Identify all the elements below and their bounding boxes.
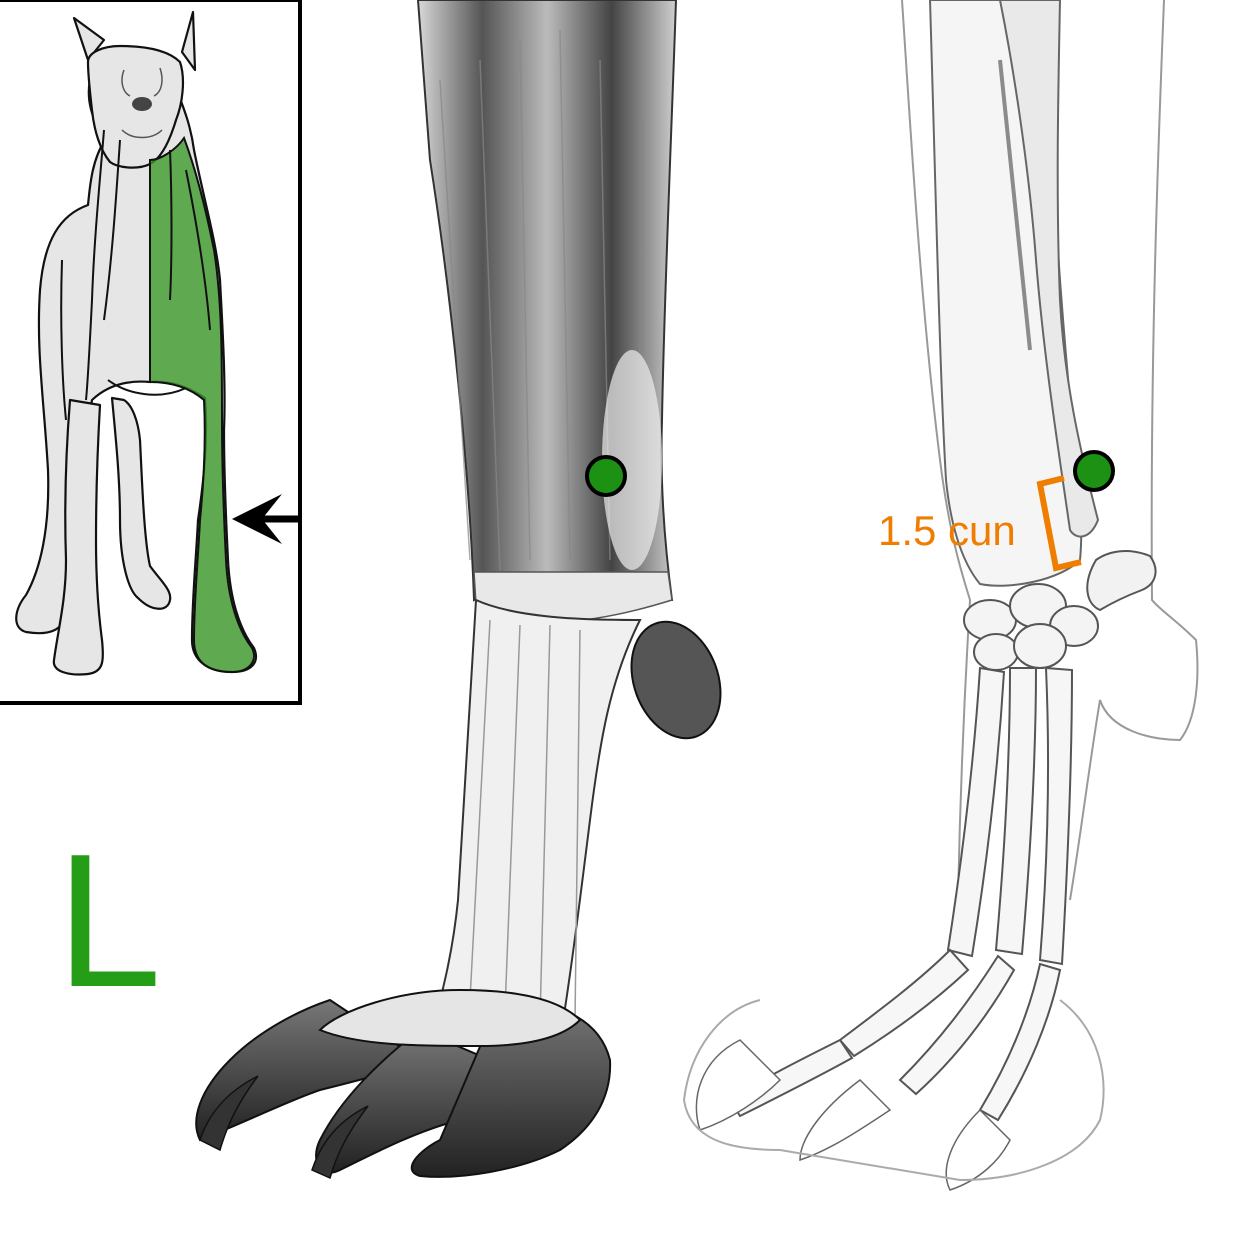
skeleton-claws bbox=[695, 1039, 1011, 1191]
dog-face-details bbox=[121, 67, 163, 139]
accessory-carpal bbox=[1086, 550, 1157, 612]
metacarpal-tendons bbox=[469, 619, 581, 1021]
acupoint-marker-muscle-view bbox=[585, 455, 627, 497]
leg-outline bbox=[901, 0, 1199, 901]
tendon-lines bbox=[439, 29, 641, 571]
bone-shading bbox=[998, 59, 1032, 351]
dog-contour-lines bbox=[60, 129, 211, 421]
muscle-highlight bbox=[602, 350, 662, 570]
claws bbox=[199, 1075, 369, 1180]
metacarpus bbox=[428, 598, 642, 1041]
paw-outline bbox=[682, 999, 1105, 1182]
meridian-highlight bbox=[149, 135, 255, 674]
acupoint-marker-skeleton-view bbox=[1073, 450, 1115, 492]
metacarpal-bones bbox=[946, 666, 1074, 966]
side-indicator-letter: L bbox=[56, 815, 162, 1027]
carpal-pad bbox=[630, 620, 722, 740]
ulna-bone bbox=[998, 0, 1100, 538]
arrow-left-icon bbox=[232, 494, 300, 544]
measurement-bracket bbox=[1036, 475, 1082, 572]
measurement-label: 1.5 cun bbox=[878, 507, 1016, 554]
phalanges bbox=[728, 948, 1062, 1122]
carpal-bones bbox=[963, 583, 1099, 671]
